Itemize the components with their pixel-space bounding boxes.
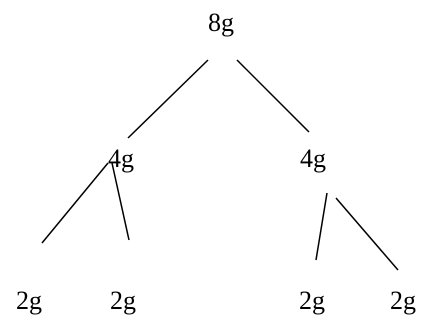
node-level1-left: 4g <box>108 144 134 173</box>
node-root: 8g <box>208 8 234 37</box>
node-leaf-3: 2g <box>299 286 325 315</box>
edge-left-to-leaf1 <box>41 162 109 244</box>
node-leaf-1: 2g <box>16 286 42 315</box>
node-level1-right: 4g <box>300 144 326 173</box>
edge-root-left <box>127 59 209 139</box>
edge-right-to-leaf4 <box>335 197 399 271</box>
node-leaf-4: 2g <box>390 286 416 315</box>
edge-right-to-leaf3 <box>315 192 328 261</box>
edge-left-to-leaf2 <box>111 162 130 241</box>
edge-root-right <box>236 59 310 133</box>
node-leaf-2: 2g <box>110 286 136 315</box>
